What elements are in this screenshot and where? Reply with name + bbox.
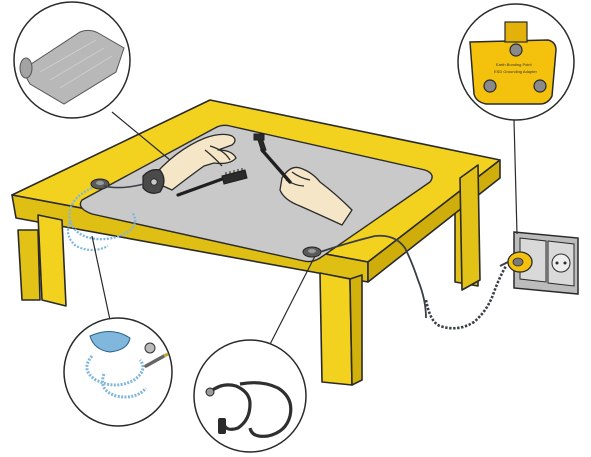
callout-esd-mat [14, 2, 130, 118]
table-leg-front-right [460, 165, 480, 290]
table-leg-front-center [320, 273, 352, 385]
callout-wrist-strap [64, 318, 172, 426]
cord-resistor-end [218, 418, 226, 434]
mat-roll-end [20, 58, 32, 78]
plug-label-line-1: Earth Bonding Point [496, 62, 532, 67]
table-leg-back-left [18, 230, 40, 300]
ground-plug-in-outlet [500, 252, 532, 272]
table-leg-front-left [38, 215, 66, 306]
callout-ground-cord [194, 340, 306, 452]
table-leg-front-center-side [350, 275, 362, 385]
plug-stud-left [484, 80, 496, 92]
cord-snap-end [206, 388, 214, 396]
mat-ground-snap-right [303, 247, 321, 257]
callout-ground-plug: Earth Bonding Point ESD Grounding Adapte… [458, 4, 574, 120]
plug-label-line-2: ESD Grounding Adapter [494, 69, 538, 74]
plug-stud-right [534, 80, 546, 92]
mat-ground-snap-left [91, 179, 109, 189]
wrist-strap-band [143, 170, 164, 194]
plug-stud-top [510, 44, 522, 56]
